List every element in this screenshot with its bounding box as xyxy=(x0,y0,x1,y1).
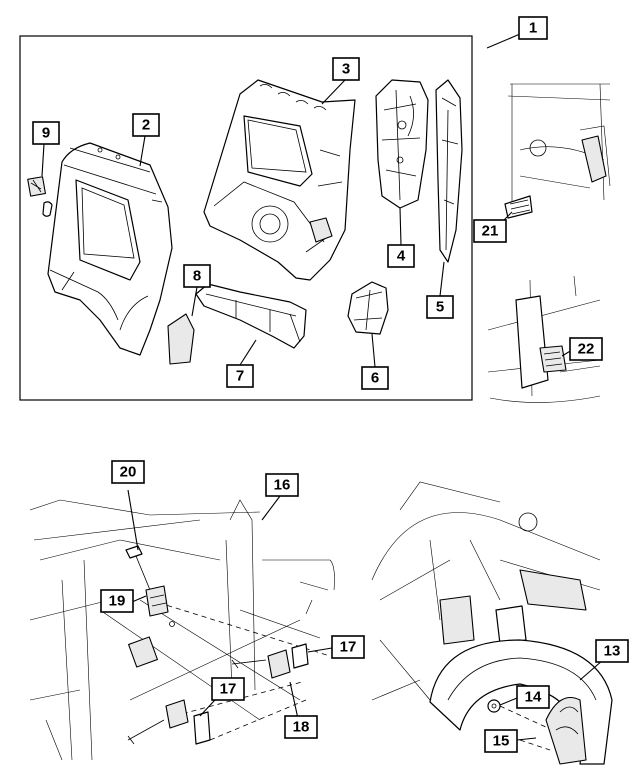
callout-17-lower: 17 xyxy=(211,677,245,701)
part-7-sill xyxy=(195,283,307,349)
callout-14-label: 14 xyxy=(525,689,542,706)
callout-2-label: 2 xyxy=(142,117,150,134)
callout-2: 2 xyxy=(132,113,160,137)
callout-3-label: 3 xyxy=(342,61,350,78)
callout-21: 21 xyxy=(473,219,507,243)
callout-17-lower-label: 17 xyxy=(220,681,237,698)
callout-18-label: 18 xyxy=(293,719,310,736)
assembly-frame xyxy=(19,35,473,401)
callout-9-label: 9 xyxy=(42,125,50,142)
callout-19: 19 xyxy=(100,589,134,613)
callout-21-label: 21 xyxy=(482,223,499,240)
callout-6: 6 xyxy=(361,366,389,390)
callout-4: 4 xyxy=(387,244,415,268)
inset-22-view xyxy=(487,275,601,403)
callout-3: 3 xyxy=(332,57,360,81)
callout-5: 5 xyxy=(426,295,454,319)
part-5-strip xyxy=(435,79,463,263)
wheelhouse-view xyxy=(371,481,613,765)
callout-13-label: 13 xyxy=(604,643,621,660)
callout-6-label: 6 xyxy=(371,370,379,387)
callout-15: 15 xyxy=(484,729,518,753)
callout-1-label: 1 xyxy=(529,20,537,37)
callout-20-label: 20 xyxy=(120,464,137,481)
part-6-bracket xyxy=(347,281,389,335)
part-2-quarter-panel xyxy=(47,142,173,356)
callout-9: 9 xyxy=(32,121,60,145)
part-3-inner-panel xyxy=(203,79,356,281)
callout-13: 13 xyxy=(595,639,629,663)
callout-8: 8 xyxy=(183,264,211,288)
callout-22: 22 xyxy=(569,337,603,361)
top-leaders xyxy=(41,33,521,368)
part-4-pillar xyxy=(375,79,429,209)
part-9-clips xyxy=(27,176,53,217)
callout-16-label: 16 xyxy=(274,477,291,494)
callout-18: 18 xyxy=(284,715,318,739)
callout-8-label: 8 xyxy=(193,268,201,285)
callout-1: 1 xyxy=(518,16,548,40)
callout-22-label: 22 xyxy=(578,341,595,358)
callout-15-label: 15 xyxy=(493,733,510,750)
callout-17-upper-label: 17 xyxy=(340,639,357,656)
callout-20: 20 xyxy=(111,460,145,484)
callout-16: 16 xyxy=(265,473,299,497)
inset-21-view xyxy=(499,83,611,225)
part-8-plate xyxy=(167,313,195,365)
callout-19-label: 19 xyxy=(109,593,126,610)
callout-17-upper: 17 xyxy=(331,635,365,659)
callout-5-label: 5 xyxy=(436,299,444,316)
callout-7-label: 7 xyxy=(236,368,244,385)
callout-4-label: 4 xyxy=(397,248,406,265)
callout-14: 14 xyxy=(516,685,550,709)
callout-7: 7 xyxy=(226,364,254,388)
